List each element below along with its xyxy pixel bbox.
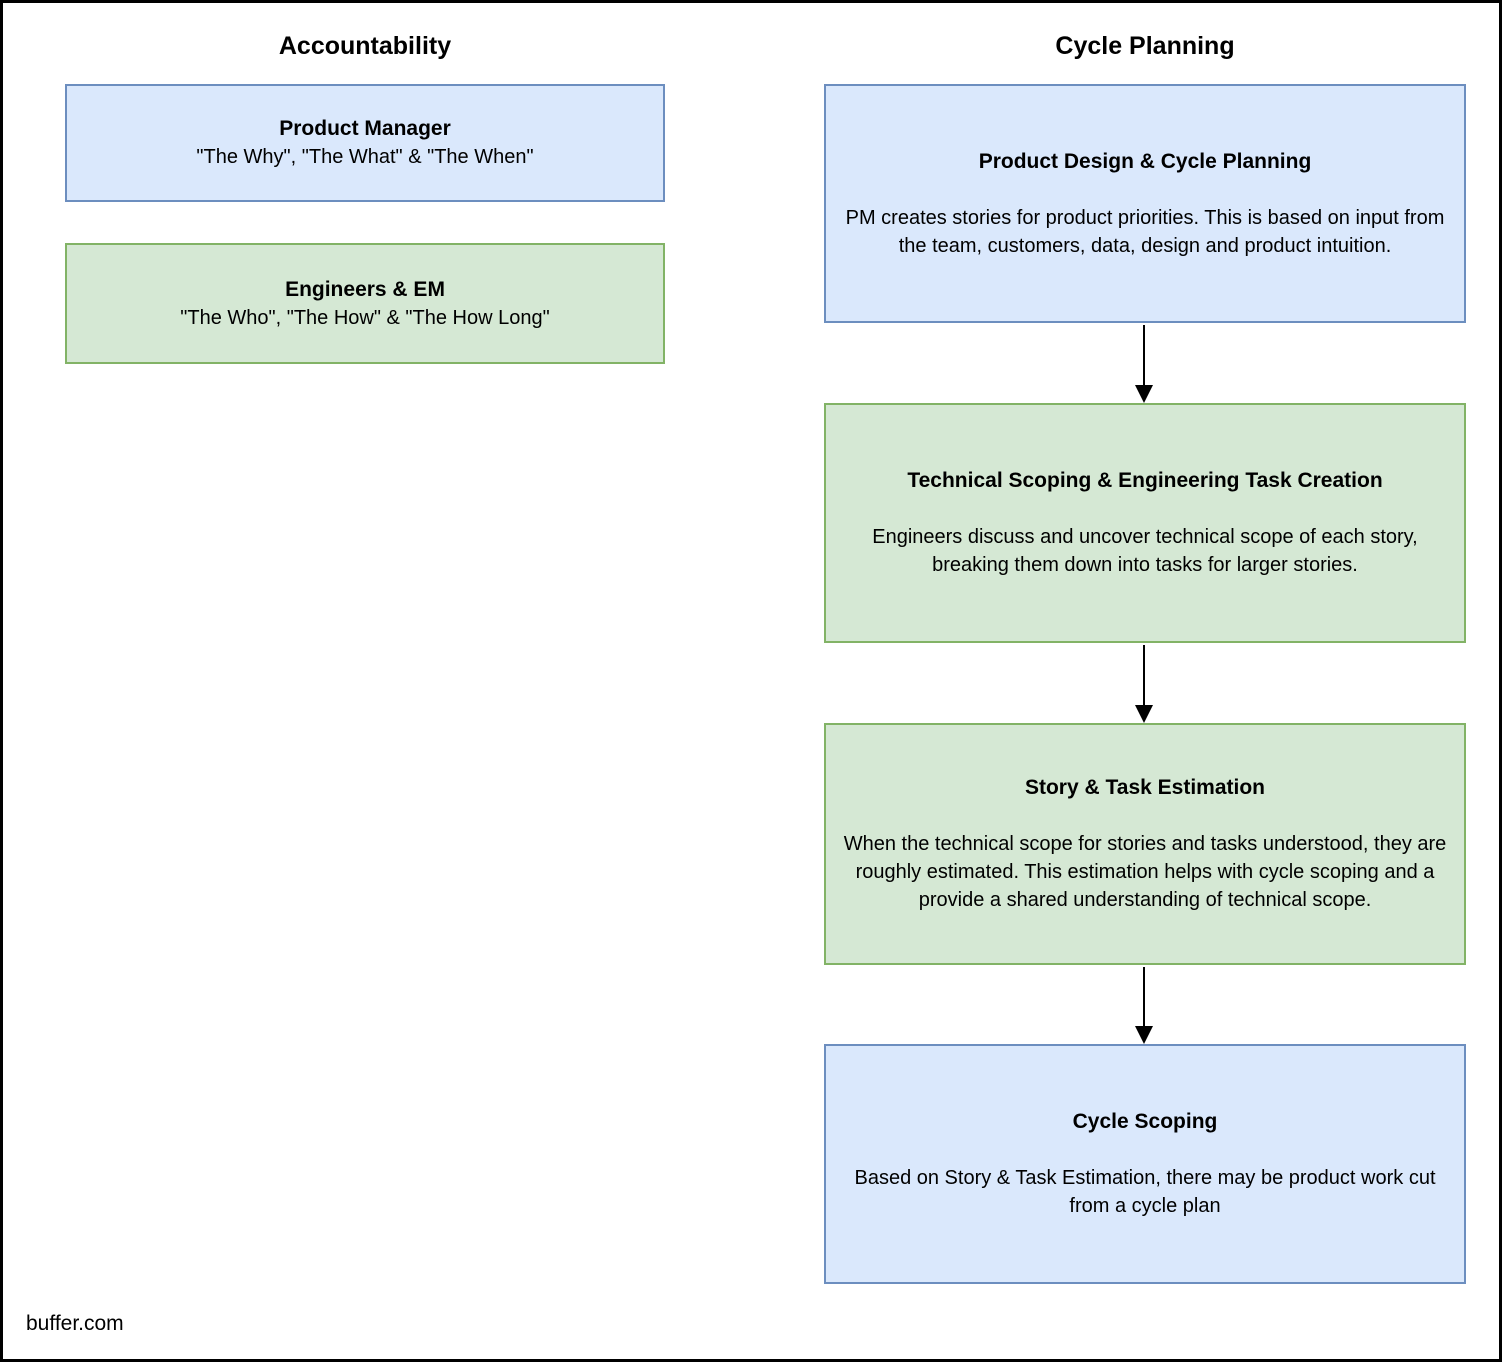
- flow-arrow-2: [1135, 645, 1153, 723]
- node-story-task-estimation: Story & Task Estimation When the technic…: [824, 723, 1466, 965]
- node-body: "The Why", "The What" & "The When": [196, 146, 534, 168]
- node-product-manager: Product Manager "The Why", "The What" & …: [65, 84, 665, 202]
- arrow-down-icon: [1135, 705, 1153, 723]
- node-body: Engineers discuss and uncover technical …: [872, 526, 1418, 576]
- node-heading: Cycle Scoping: [1072, 1110, 1218, 1133]
- node-body: "The Who", "The How" & "The How Long": [180, 306, 550, 329]
- arrow-line: [1143, 325, 1145, 385]
- arrow-line: [1143, 645, 1145, 705]
- node-heading: Engineers & EM: [285, 277, 445, 301]
- node-body: When the technical scope for stories and…: [843, 833, 1447, 911]
- node-cycle-scoping: Cycle Scoping Based on Story & Task Esti…: [824, 1044, 1466, 1284]
- arrow-down-icon: [1135, 385, 1153, 403]
- arrow-line: [1143, 967, 1145, 1026]
- node-body: PM creates stories for product prioritie…: [845, 206, 1445, 257]
- node-heading: Story & Task Estimation: [1024, 776, 1265, 799]
- node-engineers-em: Engineers & EM "The Who", "The How" & "T…: [65, 243, 665, 364]
- flow-arrow-1: [1135, 325, 1153, 403]
- source-attribution: buffer.com: [26, 1312, 124, 1335]
- node-heading: Product Design & Cycle Planning: [978, 149, 1312, 173]
- node-technical-scoping-task-creation: Technical Scoping & Engineering Task Cre…: [824, 403, 1466, 643]
- node-product-design-cycle-planning: Product Design & Cycle Planning PM creat…: [824, 84, 1466, 323]
- node-heading: Product Manager: [279, 117, 451, 140]
- arrow-down-icon: [1135, 1026, 1153, 1044]
- node-heading: Technical Scoping & Engineering Task Cre…: [907, 469, 1383, 492]
- flow-arrow-3: [1135, 967, 1153, 1044]
- node-body: Based on Story & Task Estimation, there …: [854, 1167, 1436, 1217]
- column-title-accountability: Accountability: [278, 32, 452, 60]
- column-title-cycle-planning: Cycle Planning: [1055, 32, 1235, 60]
